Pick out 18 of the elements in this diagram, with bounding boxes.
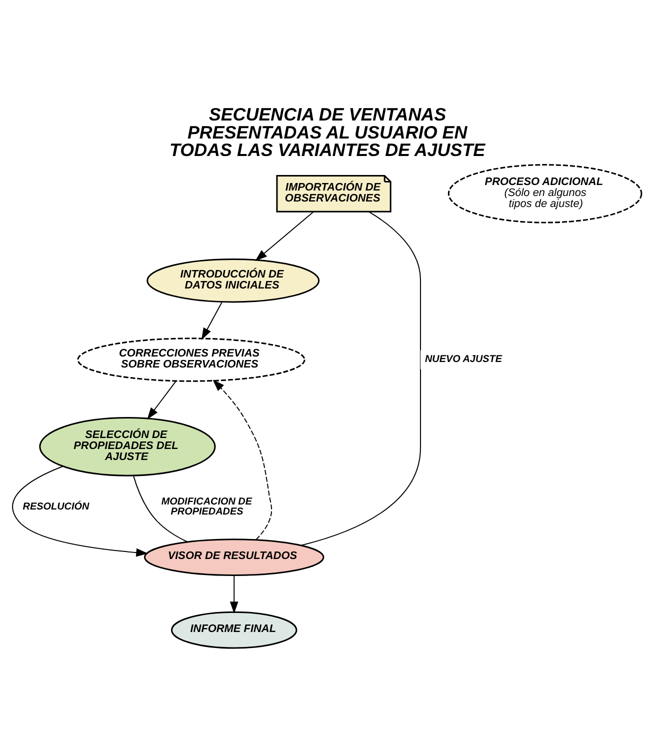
node-ellipse: SELECCIÓN DE PROPIEDADES DEL AJUSTE: [39, 417, 216, 476]
node-ellipse: CORRECCIONES PREVIAS SOBRE OBSERVACIONES: [77, 338, 306, 382]
arrow: [212, 380, 272, 540]
arrow: [201, 301, 223, 340]
node-ellipse: VISOR DE RESULTADOS: [144, 538, 324, 576]
edge-label: RESOLUCIÓN: [22, 501, 90, 512]
arrow: [255, 211, 314, 262]
arrow: [147, 380, 177, 420]
arrow: [230, 574, 238, 614]
connector: [300, 211, 421, 546]
edge-label: NUEVO AJUSTE: [424, 354, 502, 365]
arrow: [12, 466, 148, 557]
diagram-title: SECUENCIA DE VENTANAS PRESENTADAS AL USUARIO EN TODAS LAS VARIANTES DE AJUSTE: [170, 104, 486, 160]
node-ellipse: INTRODUCCIÓN DE DATOS INICIALES: [146, 258, 320, 303]
edge-label: MODIFICACION DE PROPIEDADES: [161, 496, 252, 518]
node-ellipse: INFORME FINAL: [170, 611, 298, 649]
connector: [132, 475, 188, 542]
node-ellipse: PROCESO ADICIONAL (Sólo en algunos tipos de ajuste): [448, 164, 642, 224]
